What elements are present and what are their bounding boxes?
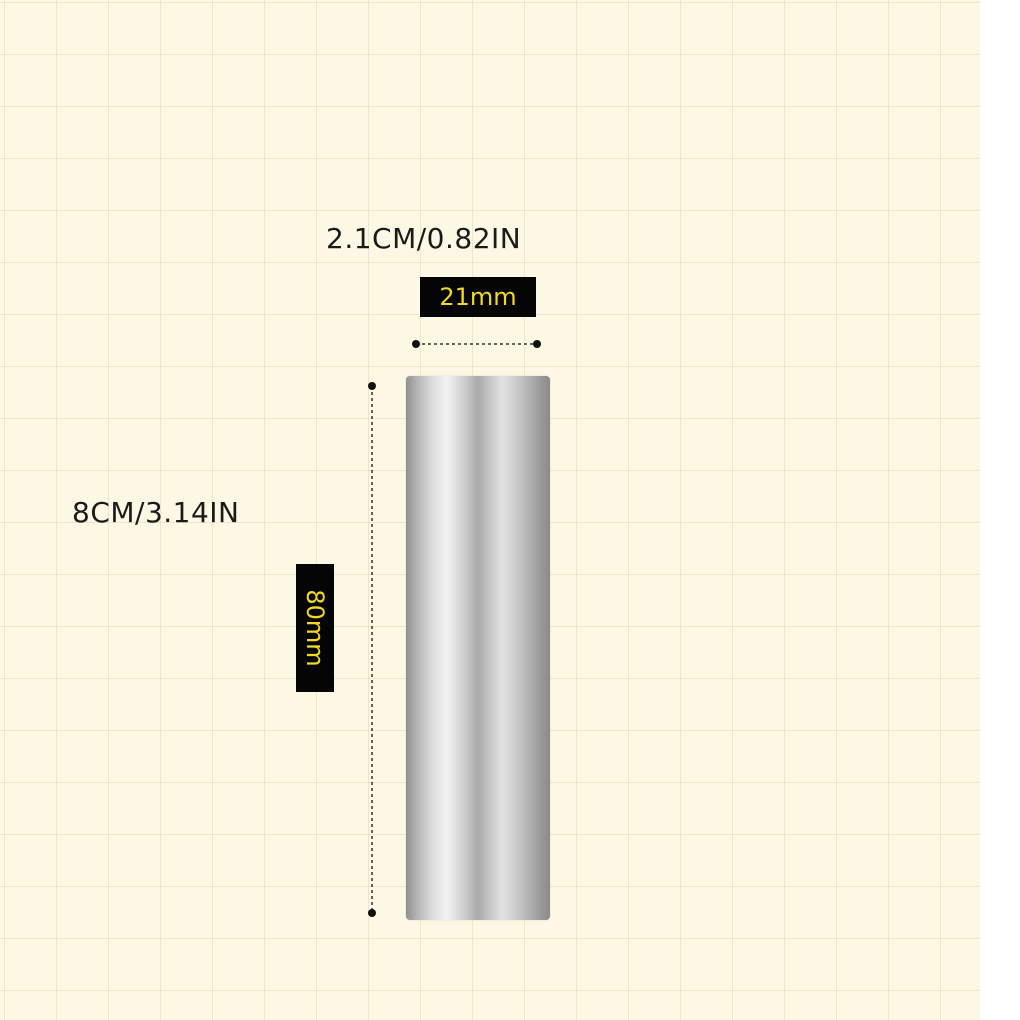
blank-margin — [980, 0, 1020, 1020]
height-mm-badge: 80mm — [296, 564, 334, 692]
metal-rod-image — [406, 376, 550, 920]
height-dimension-label: 8CM/3.14IN — [72, 496, 240, 529]
width-dimension-endpoint-left — [412, 340, 420, 348]
height-dimension-endpoint-top — [368, 382, 376, 390]
width-dimension-endpoint-right — [533, 340, 541, 348]
width-mm-badge: 21mm — [420, 277, 536, 317]
height-dimension-endpoint-bottom — [368, 909, 376, 917]
width-dimension-label: 2.1CM/0.82IN — [326, 222, 522, 255]
